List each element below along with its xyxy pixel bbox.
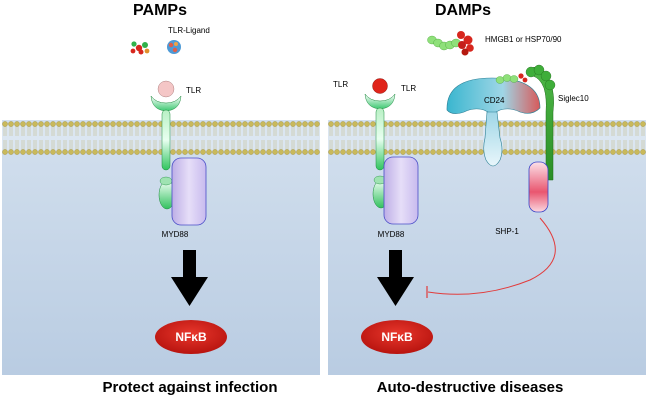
right-myd88-label: MYD88: [378, 230, 405, 239]
left-tlr-receptor: [150, 80, 182, 210]
left-tlr-label: TLR: [186, 86, 201, 95]
tlr-ligand-icon: [167, 40, 181, 54]
left-down-arrow-icon: [171, 250, 208, 306]
right-title: DAMPs: [435, 2, 491, 19]
hmgb1-green-chain-icon: [427, 35, 461, 51]
glycan-link-icon: [495, 73, 528, 84]
tlr-ligand-bound-icon: [157, 80, 175, 98]
right-nfkb-ellipse: [361, 320, 433, 354]
right-footer: Auto-destructive diseases: [377, 379, 564, 396]
left-myd88-box: [171, 157, 207, 226]
left-myd88-label: MYD88: [162, 230, 189, 239]
damp-label: HMGB1 or HSP70/90: [485, 35, 562, 44]
left-title: PAMPs: [133, 2, 187, 19]
right-nfkb-label: NFκB: [381, 330, 413, 344]
cd24-receptor: [446, 77, 541, 167]
left-nfkb-ellipse: [155, 320, 227, 354]
damp-bound-icon: [372, 78, 388, 94]
left-footer: Protect against infection: [102, 379, 277, 396]
right-down-arrow-icon: [377, 250, 414, 306]
hsp-red-cluster-icon: [457, 31, 474, 56]
right-tlr-receptor: [364, 78, 396, 209]
pamp-cluster-icon: [130, 41, 150, 55]
left-nfkb-label: NFκB: [175, 330, 207, 344]
shp1-label: SHP-1: [495, 227, 519, 236]
tlr-ligand-label: TLR-Ligand: [168, 26, 210, 35]
left-membrane: [2, 121, 320, 155]
cd24-label: CD24: [484, 96, 505, 105]
inhibition-line: [427, 217, 556, 295]
siglec10-receptor: [525, 64, 556, 181]
right-tlr-label-b: TLR: [401, 84, 416, 93]
siglec10-label: Siglec10: [558, 94, 589, 103]
panel-divider: [321, 118, 327, 378]
right-myd88-box: [383, 156, 419, 225]
shp1-box: [528, 161, 549, 213]
right-tlr-label-a: TLR: [333, 80, 348, 89]
